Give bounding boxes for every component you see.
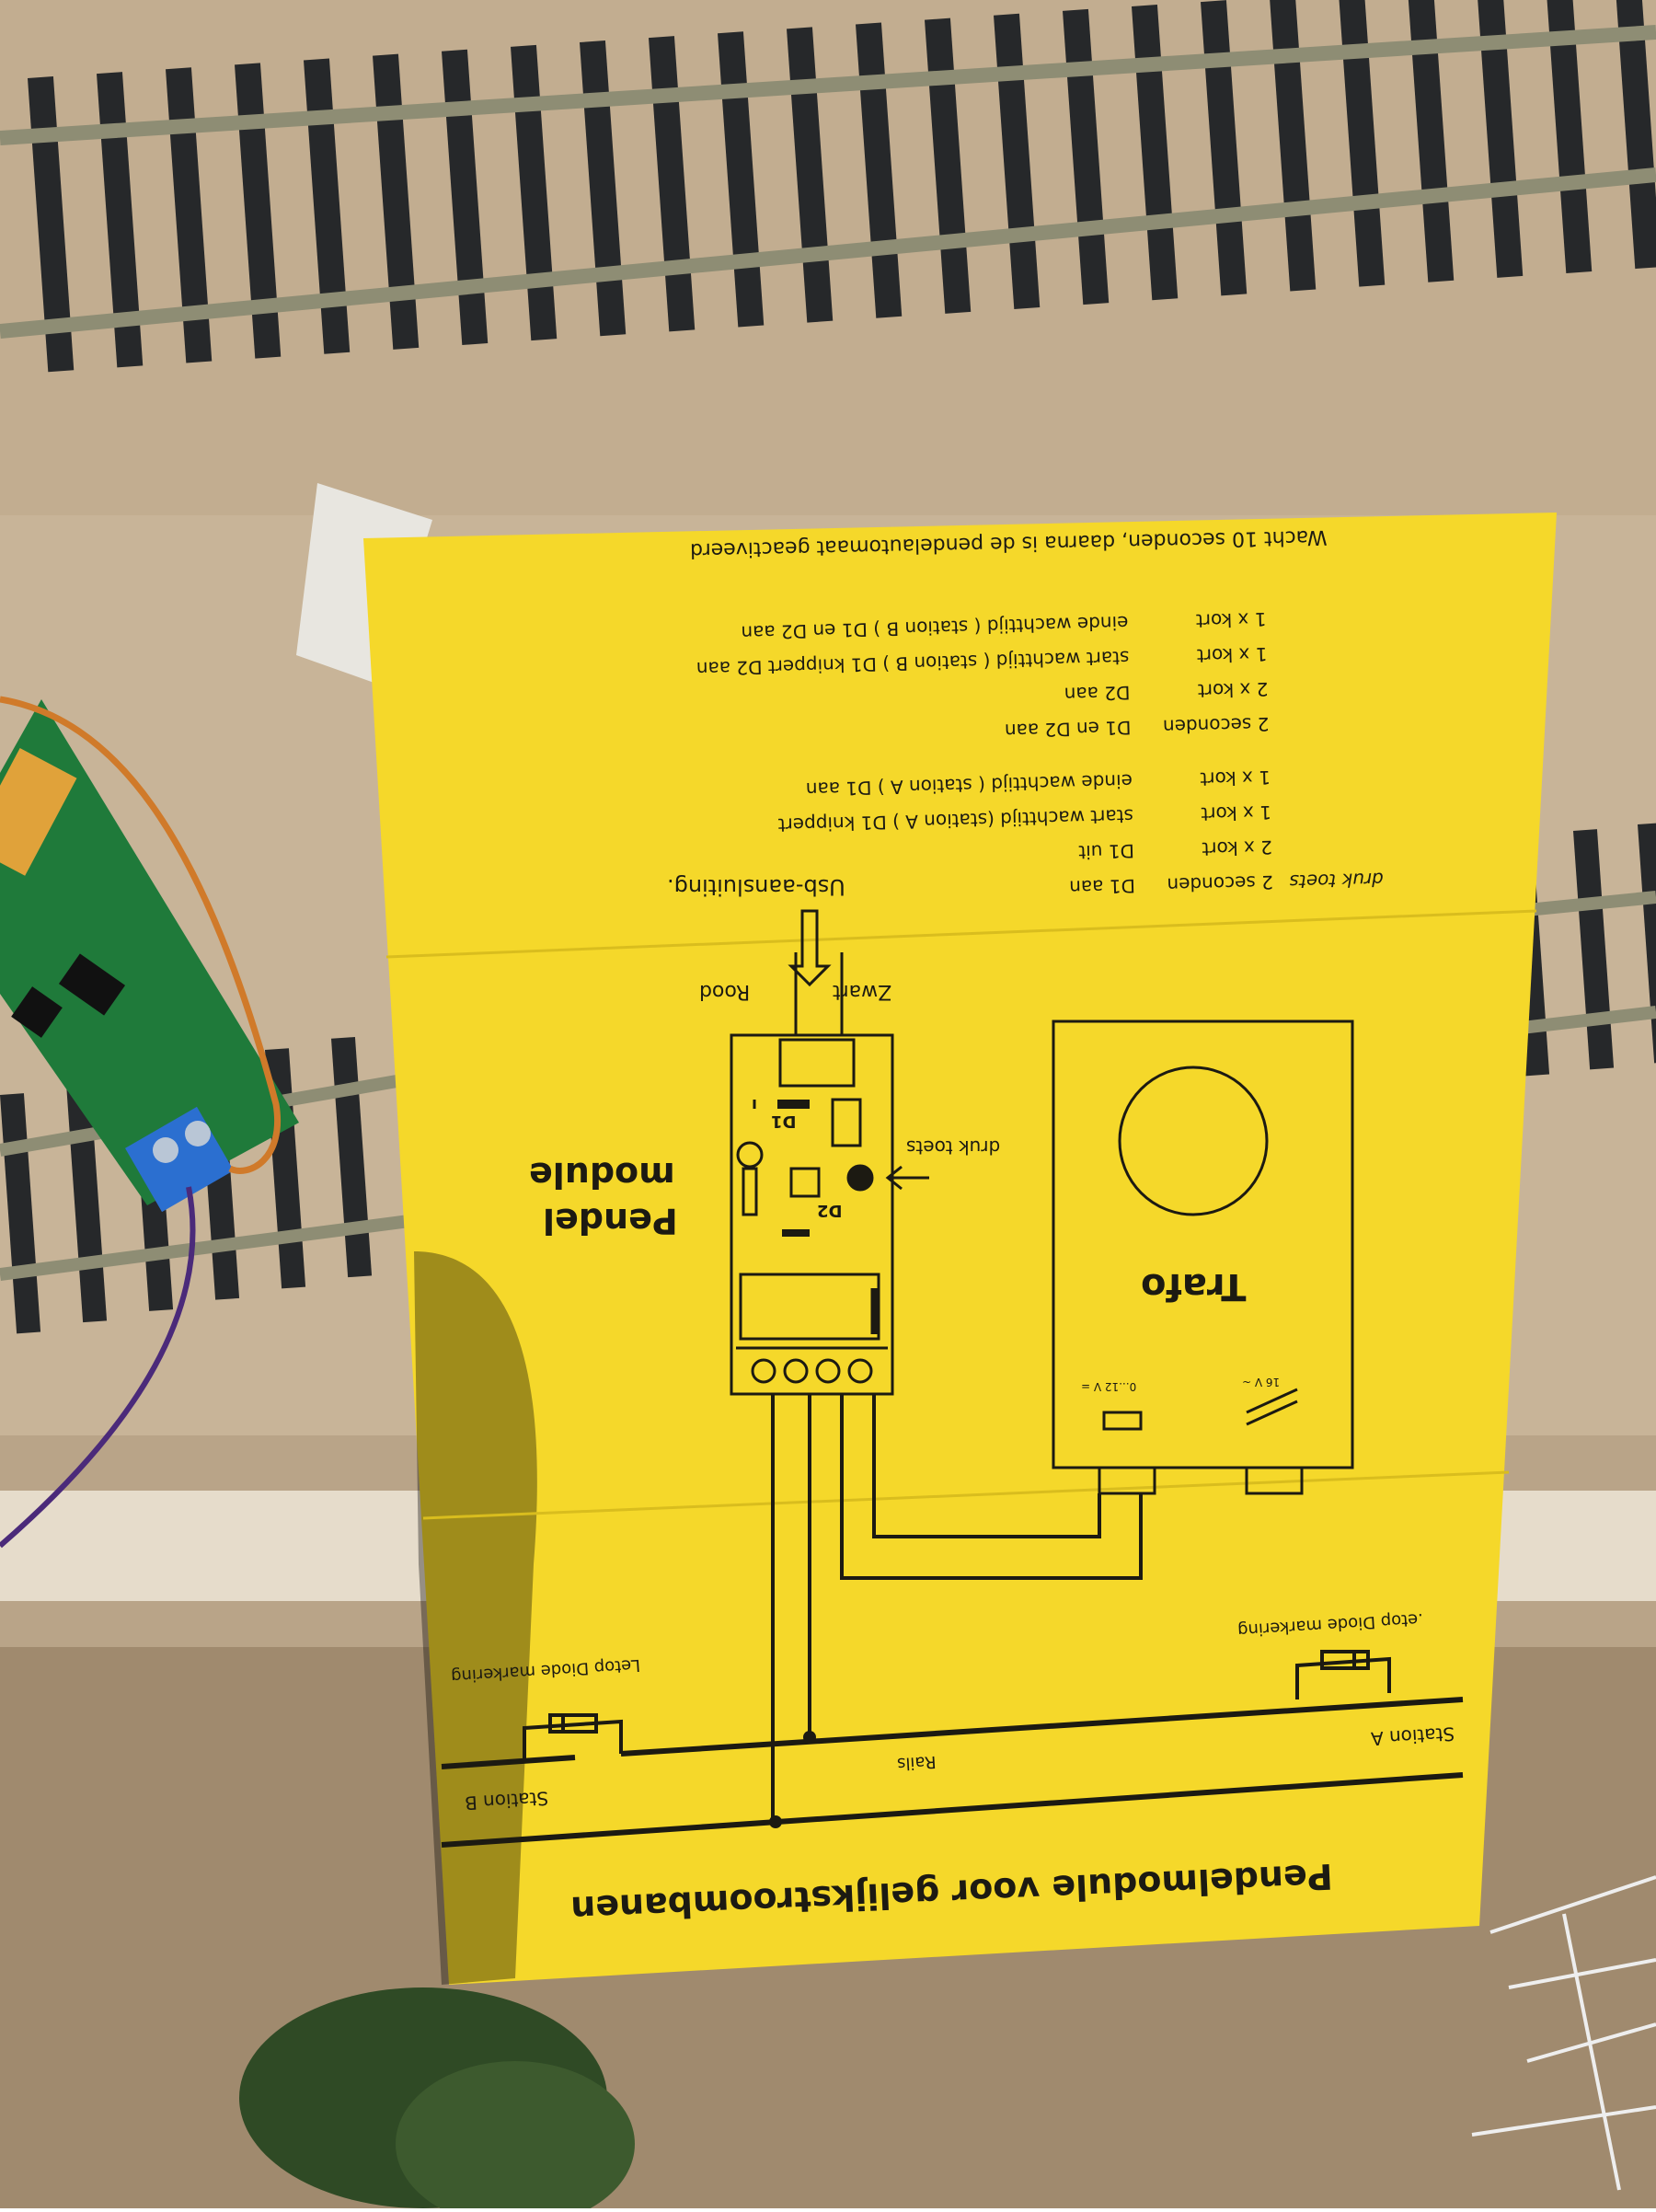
track-sleeper: [1573, 829, 1615, 1070]
fold-line: [385, 909, 1537, 959]
diode-a: [1295, 1650, 1391, 1699]
instruction-action: 2 x kort: [1197, 677, 1269, 702]
trafo-label: Trafo: [1141, 1265, 1247, 1308]
instruction-row: 1 x kort einde wachttijd ( station A ) D1…: [806, 764, 1382, 801]
track-sleeper: [373, 53, 420, 350]
instruction-key: [1272, 838, 1383, 841]
white-card: [296, 483, 432, 685]
instruction-key: [1271, 768, 1381, 771]
instruction-key: [1267, 645, 1377, 648]
instruction-action: 1 x kort: [1195, 607, 1267, 632]
d2-label: D2: [817, 1201, 843, 1220]
zwart-label: Zwart: [833, 980, 892, 1003]
instruction-action: 1 x kort: [1200, 766, 1271, 790]
instruction-key: [1268, 680, 1378, 683]
trafo-diagram: [1052, 1020, 1354, 1495]
track-sleeper: [1614, 0, 1656, 270]
track-sleeper: [1638, 823, 1656, 1064]
module-label-line1: Pendel: [543, 1201, 678, 1241]
druk-toets-label: druk toets: [906, 1136, 1001, 1158]
module-label-line2: module: [529, 1155, 675, 1195]
track-sleeper: [304, 58, 351, 354]
instruction-sheet: [363, 513, 1557, 1985]
track-sleeper: [441, 49, 489, 345]
instruction-row: 1 x kort einde wachttijd ( station B ) D1…: [741, 605, 1377, 644]
ac-label: 16 V ~: [1242, 1376, 1281, 1388]
instruction-result: start wachttijd ( station B ) D1 knipper…: [696, 646, 1130, 681]
instruction-action: 1 x kort: [1196, 642, 1268, 667]
instruction-action: 2 seconden: [1162, 712, 1270, 738]
track-sleeper: [579, 40, 627, 337]
instruction-result: D2 aan: [1064, 681, 1131, 706]
instruction-key: [1269, 715, 1379, 718]
instruction-row: 2 seconden D1 en D2 aan: [1005, 710, 1380, 743]
rood-label: Rood: [699, 980, 751, 1003]
track-sleeper: [1339, 0, 1386, 287]
instruction-action: 2 x kort: [1202, 835, 1273, 860]
track-sleeper: [510, 44, 558, 341]
junction-b: [769, 1815, 782, 1828]
fold-line-2: [422, 1470, 1510, 1520]
upper-track: [0, 0, 1656, 373]
instruction-list: druk toets 2 seconden D1 aan 2 x kort D1 uit…: [512, 587, 1385, 913]
track-sleeper: [649, 36, 696, 332]
instruction-result: einde wachttijd ( station B ) D1 en D2 a…: [741, 611, 1129, 644]
track-sleeper: [27, 76, 75, 373]
diode-b: [523, 1713, 623, 1760]
track-sleeper: [235, 63, 282, 359]
instruction-key: [1266, 610, 1376, 613]
track-sleeper: [1477, 0, 1524, 278]
white-branches: [1471, 1875, 1656, 2191]
foliage-2: [396, 2061, 635, 2212]
dc-label: 0...12 V =: [1081, 1380, 1137, 1393]
pendel-module-diagram: [730, 909, 929, 1396]
wiring: [771, 1394, 1143, 1820]
track-sleeper: [166, 67, 213, 363]
instruction-action: 1 x kort: [1201, 801, 1272, 825]
instruction-action: 2 seconden: [1167, 870, 1274, 896]
instruction-row: 2 x kort D1 uit: [1078, 834, 1383, 864]
d1-label: D1: [771, 1112, 797, 1131]
track-sleeper: [1269, 0, 1317, 292]
instruction-result: einde wachttijd ( station A ) D1 aan: [805, 769, 1133, 801]
instruction-result: D1 en D2 aan: [1004, 716, 1132, 743]
rails-label: Rails: [896, 1751, 937, 1774]
instruction-result: D1 aan: [1068, 874, 1136, 899]
instruction-key: [1271, 803, 1382, 806]
instruction-result: D1 uit: [1078, 839, 1135, 864]
sheet-shadow: [414, 1251, 537, 1985]
track-sleeper: [1407, 0, 1455, 282]
track-sleeper: [97, 72, 144, 368]
instruction-key: druk toets: [1289, 868, 1385, 893]
junction-a: [803, 1731, 816, 1744]
instruction-result: start wachttijd (station A ) D1 knippert: [777, 804, 1134, 836]
instruction-row: 1 x kort start wachttijd (station A ) D1 …: [777, 799, 1382, 836]
pcb-board: [0, 696, 299, 1549]
track-sleeper: [1546, 0, 1593, 273]
instruction-row: 2 x kort D2 aan: [1064, 675, 1378, 706]
instruction-row: 1 x kort start wachttijd ( station B ) D1…: [696, 640, 1378, 680]
rails-diagram: [441, 1697, 1464, 1848]
